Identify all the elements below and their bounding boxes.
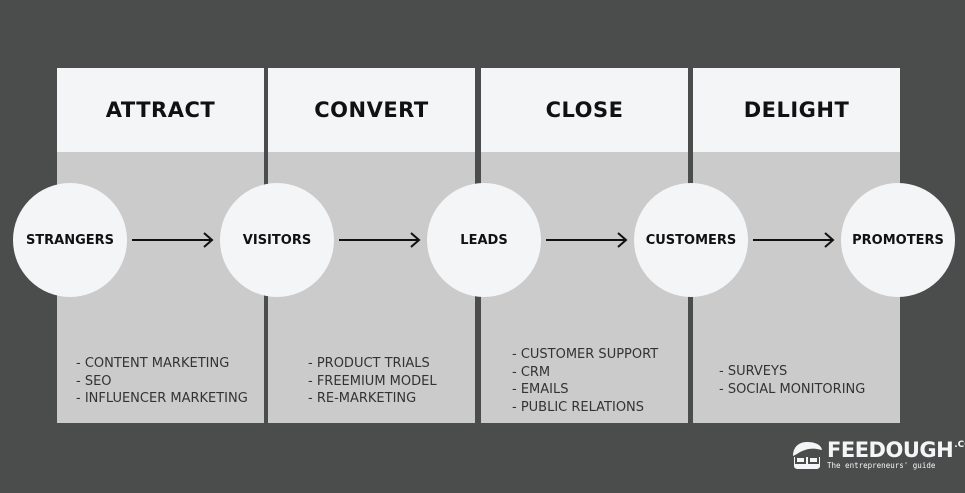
list-item: - CRM: [512, 364, 551, 380]
stage-title: ATTRACT: [57, 68, 264, 152]
tactics-list: - SURVEYS - SOCIAL MONITORING: [719, 363, 900, 398]
list-item: - SOCIAL MONITORING: [719, 381, 866, 397]
list-item: - FREEMIUM MODEL: [308, 373, 437, 389]
list-item: - CONTENT MARKETING: [76, 356, 230, 371]
tactics-list: - CUSTOMER SUPPORT - CRM - EMAILS - PUBL…: [512, 346, 688, 416]
logo-suffix: .COM: [954, 440, 965, 450]
node-visitors: VISITORS: [220, 183, 334, 297]
node-strangers: STRANGERS: [13, 183, 127, 297]
node-customers: CUSTOMERS: [634, 183, 748, 297]
arrow-right-icon: [753, 232, 835, 248]
arrow-right-icon: [546, 232, 628, 248]
list-item: - EMAILS: [512, 382, 569, 397]
logo-tagline: The entrepreneurs' guide: [827, 461, 936, 470]
list-item: - PUBLIC RELATIONS: [512, 399, 645, 415]
list-item: - SURVEYS: [719, 364, 788, 379]
mascot-face-icon: [793, 442, 822, 469]
list-item: - PRODUCT TRIALS: [308, 356, 430, 371]
list-item: - RE-MARKETING: [308, 391, 417, 406]
list-item: - INFLUENCER MARKETING: [76, 391, 248, 406]
node-leads: LEADS: [427, 183, 541, 297]
stage-title: DELIGHT: [693, 68, 900, 152]
stage-title: CONVERT: [268, 68, 475, 152]
node-promoters: PROMOTERS: [841, 183, 955, 297]
stage-title: CLOSE: [481, 68, 688, 152]
feedough-logo: FEEDOUGH .COM The entrepreneurs' guide: [790, 440, 965, 470]
list-item: - CUSTOMER SUPPORT: [512, 347, 659, 362]
logo-name: FEEDOUGH: [827, 438, 954, 462]
list-item: - SEO: [76, 373, 112, 389]
tactics-list: - PRODUCT TRIALS - FREEMIUM MODEL - RE-M…: [308, 355, 475, 408]
arrow-right-icon: [339, 232, 421, 248]
stage-delight: DELIGHT - SURVEYS - SOCIAL MONITORING: [693, 68, 900, 423]
tactics-list: - CONTENT MARKETING - SEO - INFLUENCER M…: [76, 355, 264, 408]
arrow-right-icon: [132, 232, 214, 248]
